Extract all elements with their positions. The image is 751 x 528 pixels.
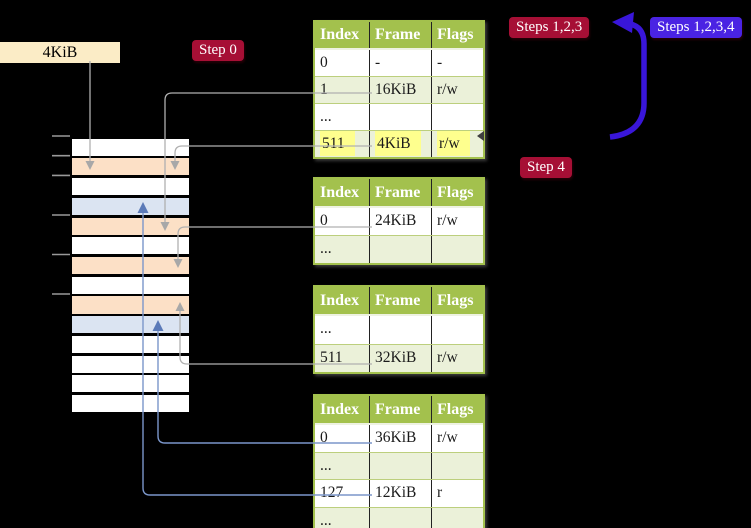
badge-steps-1-2-3: Steps 1,2,3 (509, 17, 590, 38)
table-cell: r/w (432, 131, 483, 157)
column-header: Flags (437, 401, 474, 418)
table-row: ... (315, 235, 483, 263)
memory-row (71, 237, 189, 255)
column-header: Frame (370, 396, 432, 423)
page-size-label: 4KiB (0, 42, 120, 63)
table-row: ... (315, 507, 483, 528)
badge-steps-1-2-3-4: Steps 1,2,3,4 (650, 17, 742, 38)
column-header: Index (315, 396, 370, 423)
table-row: ... (315, 103, 483, 130)
memory-column (70, 137, 190, 413)
memory-row (71, 217, 189, 235)
bold-loop-arrowhead (612, 12, 634, 33)
table-cell: r (437, 484, 443, 502)
bold-loop-arrow (609, 21, 647, 140)
badge-step-0: Step 0 (192, 40, 244, 61)
memory-row (71, 296, 189, 314)
table-cell (370, 236, 432, 263)
table-cell: 32KiB (370, 344, 432, 373)
memory-row (71, 355, 189, 373)
memory-row (71, 256, 189, 275)
table-cell (432, 104, 483, 130)
table-cell: r/w (437, 81, 458, 98)
memory-row (71, 375, 189, 393)
table-cell: r/w (437, 212, 458, 229)
table-cell: r/w (437, 348, 458, 366)
badge-step-4: Step 4 (520, 157, 572, 178)
table-row: ... (315, 316, 483, 344)
memory-row (71, 178, 189, 196)
table-cell: 0 (315, 50, 370, 76)
table-row: 0-- (315, 50, 483, 76)
memory-row (71, 276, 189, 294)
column-header: Index (315, 22, 370, 48)
table-cell (370, 104, 432, 130)
table-cell: 511 (315, 344, 370, 373)
column-header: Index (315, 287, 370, 314)
table-cell: 127 (315, 480, 370, 508)
table-cell: - (370, 50, 432, 76)
table-cell: 12KiB (370, 480, 432, 508)
table-cell (370, 316, 432, 344)
table-cell: ... (315, 508, 370, 528)
memory-ticks (52, 135, 70, 295)
table-cell (370, 508, 432, 528)
memory-row (71, 316, 189, 334)
memory-row (71, 395, 189, 413)
memory-row (71, 138, 189, 156)
table-cell: 24KiB (370, 208, 432, 235)
memory-row (71, 197, 189, 215)
table-cell: 4KiB (370, 131, 432, 157)
table-row: ... (315, 451, 483, 480)
column-header: Flags (437, 292, 474, 309)
table-cell: ... (315, 236, 370, 263)
table-cell (370, 452, 432, 480)
table-cell: 16KiB (370, 77, 432, 103)
table-cell (432, 453, 483, 480)
column-header: Index (315, 179, 370, 206)
table-cell: 0 (315, 425, 370, 452)
table-cell: ... (315, 104, 370, 130)
column-header: Frame (370, 22, 432, 48)
column-header: Flags (437, 184, 474, 201)
column-header: Flags (437, 26, 474, 43)
table-cell: 36KiB (370, 425, 432, 452)
table-cell (432, 236, 483, 263)
table-cell (432, 316, 483, 344)
memory-row (71, 158, 189, 176)
table-cell: ... (315, 452, 370, 480)
table-cell: 1 (315, 77, 370, 103)
table-cell: r/w (437, 429, 458, 446)
column-header: Frame (370, 179, 432, 206)
table-cell (432, 508, 483, 528)
column-header: Frame (370, 287, 432, 314)
table-cell: - (437, 54, 443, 71)
table-cell: ... (315, 316, 370, 344)
table-cell: 0 (315, 208, 370, 235)
table-cell: 511 (315, 131, 370, 157)
memory-row (71, 335, 189, 353)
